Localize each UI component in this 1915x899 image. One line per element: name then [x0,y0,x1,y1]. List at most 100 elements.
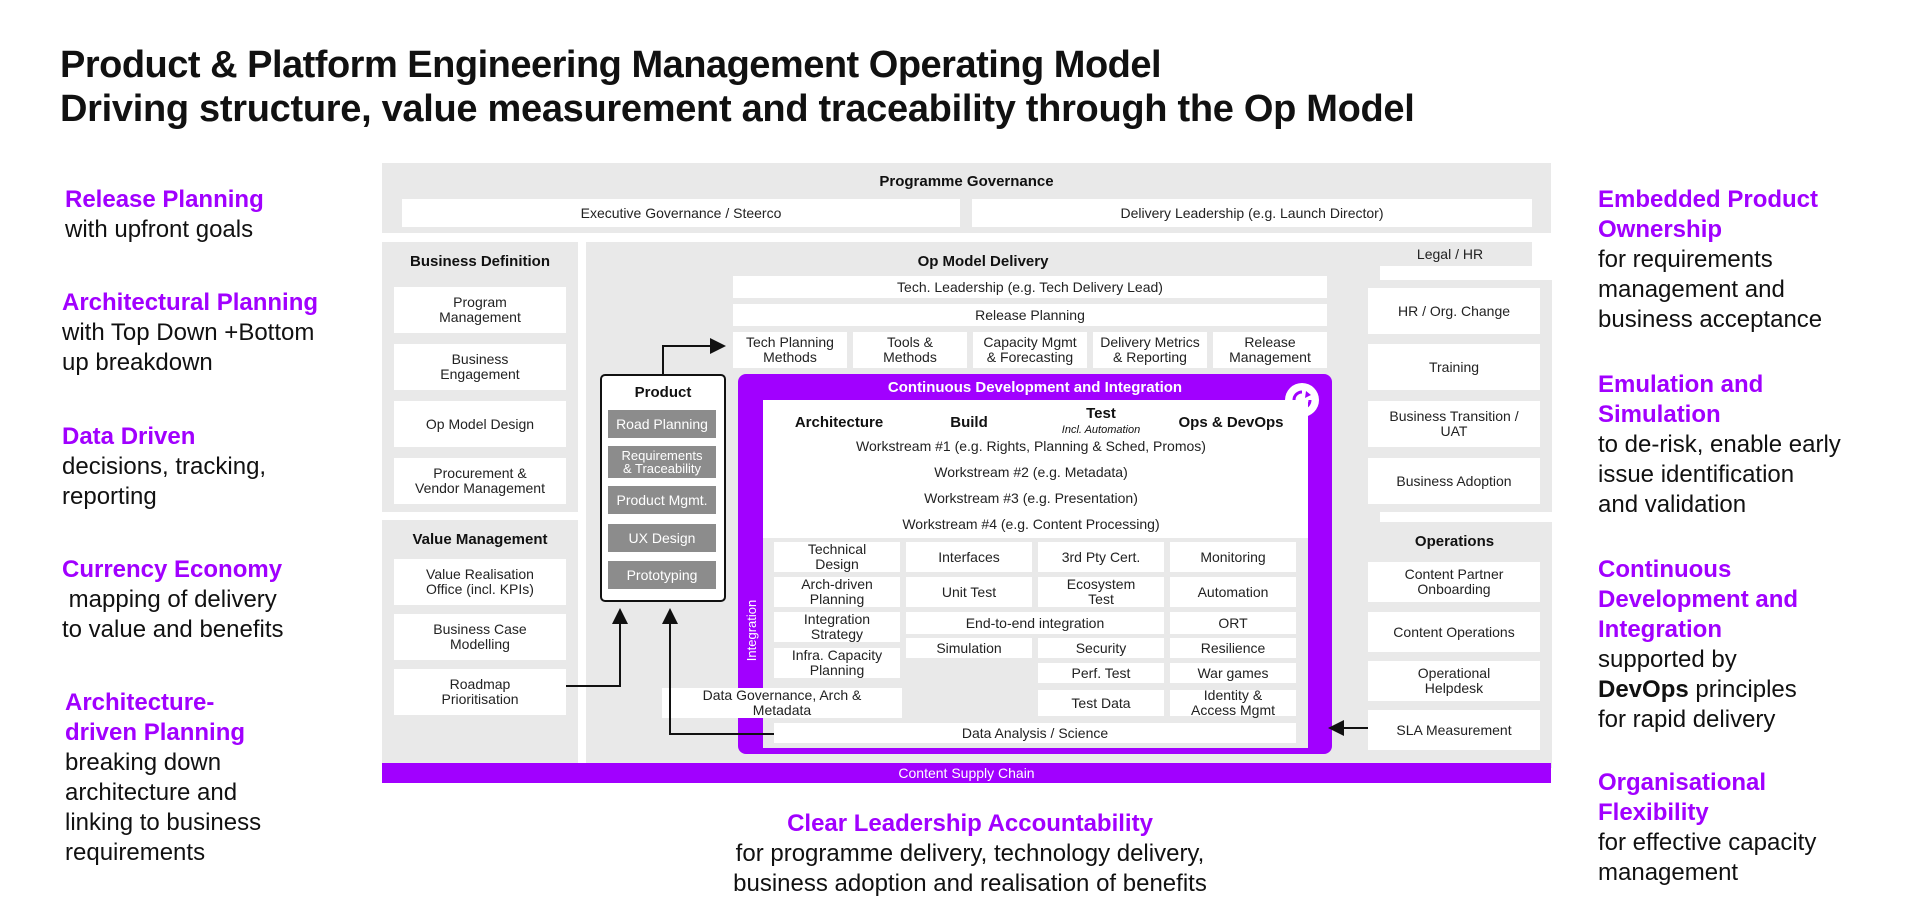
integration-strategy-box: Integration Strategy [774,612,900,642]
op-model-design-box: Op Model Design [394,401,566,447]
note-highlight: Release Planning [65,186,264,213]
note-text: with Top Down +Bottom up breakdown [62,319,315,376]
note-architecture-driven-planning: Architecture- driven Planning breaking d… [65,688,261,868]
page-subtitle: Driving structure, value measurement and… [60,88,1415,130]
note-text: decisions, tracking, reporting [62,453,267,510]
note-text: principles for rapid delivery [1598,676,1797,733]
resilience-box: Resilience [1170,638,1296,658]
capacity-mgmt-box: Capacity Mgmt & Forecasting [973,332,1087,368]
note-highlight: Architecture- driven Planning [65,689,246,746]
product-title: Product [634,383,692,401]
note-text: business adoption and realisation of ben… [733,870,1207,897]
content-supply-chain-bar: Content Supply Chain [382,763,1551,783]
note-text: for effective capacity management [1598,829,1817,886]
business-engagement-box: Business Engagement [394,344,566,390]
legal-hr-title: Legal / HR [1368,243,1532,265]
value-realisation-box: Value Realisation Office (incl. KPIs) [394,559,566,605]
note-text: breaking down architecture and linking t… [65,749,262,866]
note-data-driven: Data Driven decisions, tracking, reporti… [62,422,266,512]
note-text: for programme delivery, technology deliv… [735,840,1205,867]
note-highlight: Emulation and Simulation [1598,371,1764,428]
technical-design-box: Technical Design [774,542,900,572]
note-highlight: Currency Economy [62,556,283,583]
automation-box: Automation [1170,577,1296,607]
column-architecture: Architecture [794,414,884,431]
op-model-delivery-title: Op Model Delivery [917,252,1049,270]
note-text: mapping of delivery to value and benefit… [62,586,284,643]
note-continuous-development: Continuous Development and Integration s… [1598,555,1798,735]
page-title: Product & Platform Engineering Managemen… [60,44,1162,86]
column-test-sub: Incl. Automation [1061,424,1141,436]
infra-capacity-box: Infra. Capacity Planning [774,648,900,678]
operations-title: Operations [1414,532,1495,550]
workstream-2: Workstream #2 (e.g. Metadata) [774,462,1288,483]
note-architectural-planning: Architectural Planning with Top Down +Bo… [62,288,318,378]
unit-test-box: Unit Test [906,577,1032,607]
value-management-title: Value Management [412,530,548,548]
delivery-leadership-box: Delivery Leadership (e.g. Launch Directo… [972,199,1532,227]
note-highlight: Architectural Planning [62,289,319,316]
release-management-box: Release Management [1213,332,1327,368]
identity-access-box: Identity & Access Mgmt [1170,688,1296,718]
tech-planning-methods-box: Tech Planning Methods [733,332,847,368]
tech-leadership-box: Tech. Leadership (e.g. Tech Delivery Lea… [733,276,1327,298]
note-text: with upfront goals [65,216,254,243]
data-analysis-box: Data Analysis / Science [774,723,1296,743]
simulation-box: Simulation [906,638,1032,658]
training-box: Training [1368,344,1540,390]
data-governance-box: Data Governance, Arch & Metadata [662,688,902,718]
perf-test-box: Perf. Test [1038,663,1164,683]
data-analysis-to-product-arrow [662,608,774,735]
prototyping-box: Prototyping [608,561,716,589]
note-highlight: Continuous Development and Integration [1598,556,1799,643]
product-mgmt-box: Product Mgmt. [608,486,716,514]
note-text: to de-risk, enable early issue identific… [1598,431,1841,518]
business-case-box: Business Case Modelling [394,614,566,660]
road-planning-box: Road Planning [608,410,716,438]
delivery-metrics-box: Delivery Metrics & Reporting [1093,332,1207,368]
end-to-end-integration-box: End-to-end integration [906,612,1164,634]
war-games-box: War games [1170,663,1296,683]
business-transition-box: Business Transition / UAT [1368,401,1540,447]
third-party-cert-box: 3rd Pty Cert. [1038,542,1164,572]
roadmap-to-product-arrow [566,608,628,687]
note-currency-economy: Currency Economy mapping of delivery to … [62,555,284,645]
note-highlight: Embedded Product Ownership [1598,186,1819,243]
test-data-box: Test Data [1038,690,1164,716]
business-adoption-box: Business Adoption [1368,458,1540,504]
note-organisational-flexibility: Organisational Flexibility for effective… [1598,768,1816,888]
note-highlight: Organisational Flexibility [1598,769,1767,826]
program-management-box: Program Management [394,287,566,333]
note-embedded-product-ownership: Embedded Product Ownership for requireme… [1598,185,1822,335]
ux-design-box: UX Design [608,524,716,552]
note-text-bold: DevOps [1598,676,1689,703]
note-clear-leadership: Clear Leadership Accountability for prog… [660,809,1280,899]
note-text: supported by [1598,646,1737,673]
column-build: Build [950,414,988,431]
workstream-4: Workstream #4 (e.g. Content Processing) [774,514,1288,535]
note-text: for requirements management and business… [1598,246,1823,333]
monitoring-box: Monitoring [1170,542,1296,572]
workstream-1: Workstream #1 (e.g. Rights, Planning & S… [774,436,1288,457]
requirements-traceability-box: Requirements & Traceability [608,446,716,478]
product-to-methods-arrow [662,338,726,374]
note-release-planning: Release Planning with upfront goals [65,185,264,245]
note-emulation-simulation: Emulation and Simulation to de-risk, ena… [1598,370,1841,520]
release-planning-box: Release Planning [733,304,1327,326]
cdi-title: Continuous Development and Integration [887,378,1183,396]
column-test: Test Incl. Automation [1038,404,1164,440]
column-ops: Ops & DevOps [1178,414,1284,431]
column-test-label: Test [1086,405,1116,422]
programme-governance-title: Programme Governance [879,172,1054,190]
ecosystem-test-box: Ecosystem Test [1038,577,1164,607]
arch-driven-planning-box: Arch-driven Planning [774,577,900,607]
content-operations-box: Content Operations [1368,612,1540,652]
hr-org-change-box: HR / Org. Change [1368,288,1540,334]
interfaces-box: Interfaces [906,542,1032,572]
executive-governance-box: Executive Governance / Steerco [402,199,960,227]
sla-measurement-box: SLA Measurement [1368,710,1540,750]
ort-box: ORT [1170,612,1296,634]
business-definition-title: Business Definition [409,252,551,270]
workstream-3: Workstream #3 (e.g. Presentation) [774,488,1288,509]
